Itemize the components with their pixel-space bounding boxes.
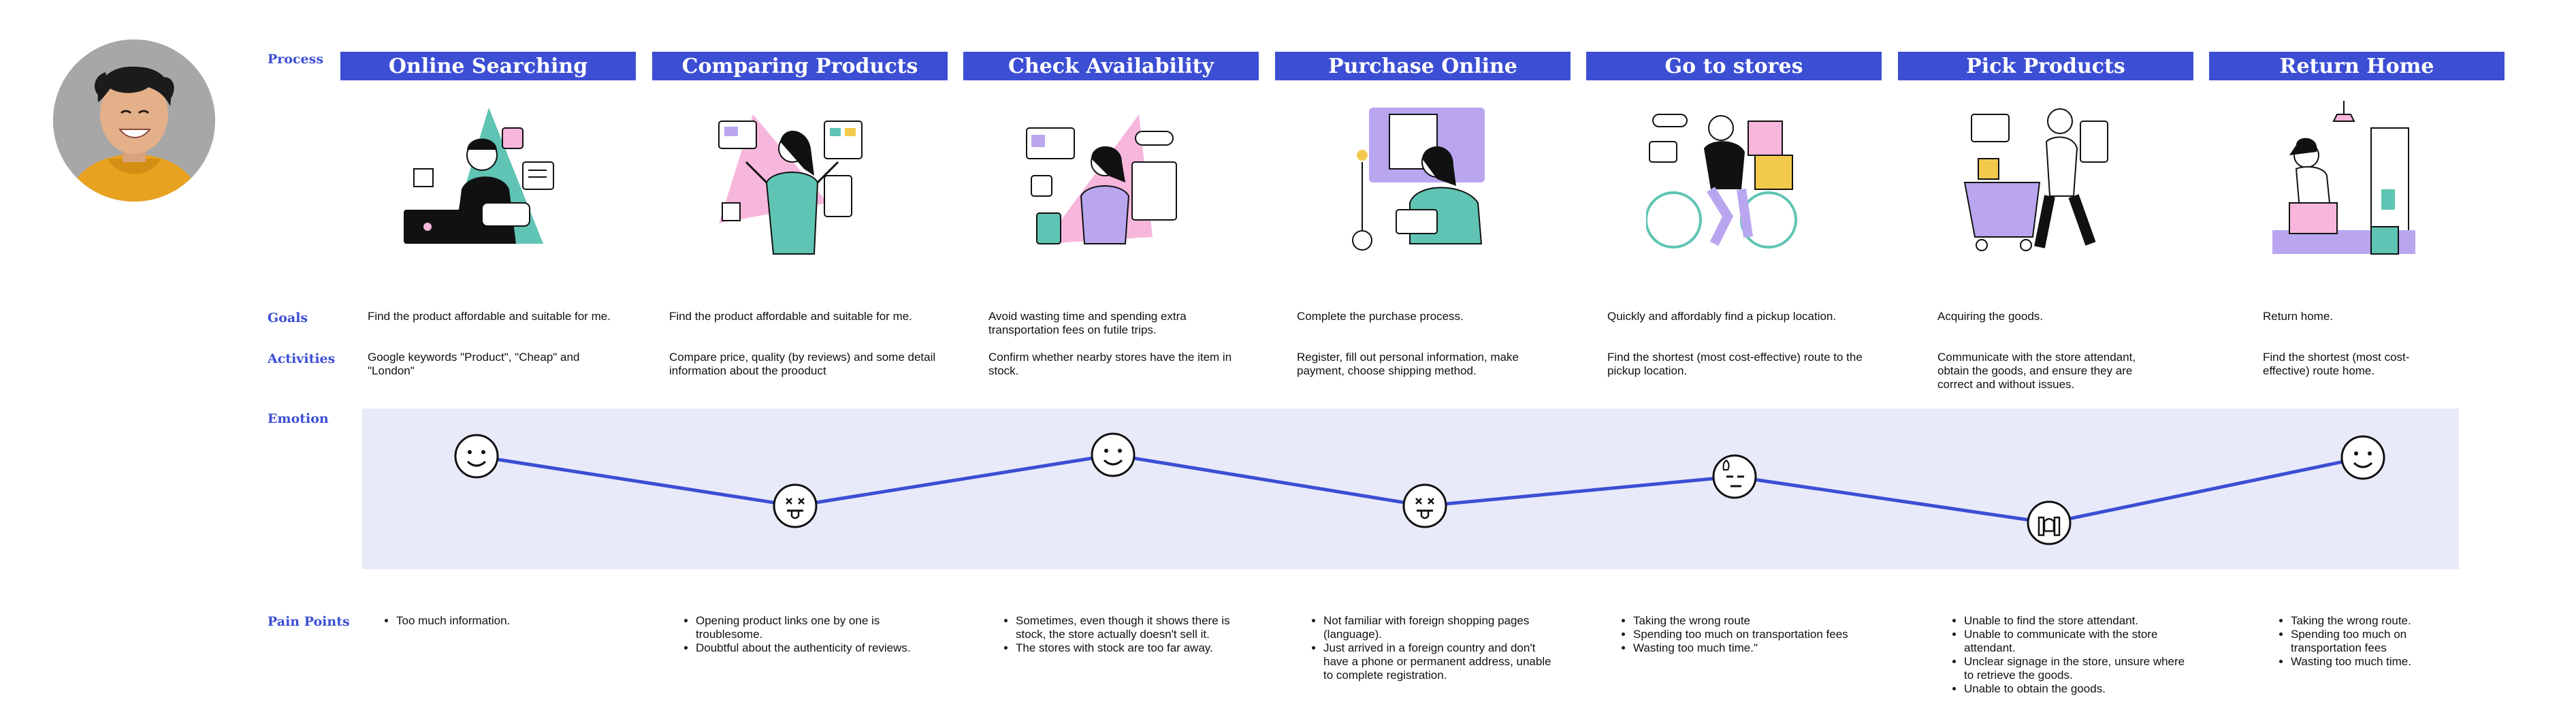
pain-point-item: Spending too much on transportation fees — [1633, 628, 1892, 641]
pain-points-online-searching: Too much information. — [381, 614, 628, 628]
pain-point-item: Too much information. — [396, 614, 628, 628]
activity-check-availability: Confirm whether nearby stores have the i… — [988, 351, 1232, 377]
stage-header-return-home: Return Home — [2209, 52, 2505, 80]
pain-point-item: Doubtful about the authenticity of revie… — [696, 641, 941, 655]
activity-purchase-online: Register, fill out personal information,… — [1297, 351, 1519, 377]
emotion-face-return-home — [2340, 435, 2385, 480]
pain-point-item: Unable to obtain the goods. — [1964, 682, 2189, 696]
illustration-pick-products — [1958, 101, 2114, 257]
pain-point-item: Opening product links one by one is trou… — [696, 614, 941, 641]
emotion-face-online-searching — [454, 434, 499, 479]
activity-return-home: Find the shortest (most cost-effective) … — [2263, 351, 2410, 377]
crying-face-icon — [2027, 500, 2072, 545]
goal-check-availability: Avoid wasting time and spending extra tr… — [988, 310, 1187, 336]
pain-point-item: Not familiar with foreign shopping pages… — [1323, 614, 1562, 641]
process-label: Process — [268, 52, 324, 67]
person-using-laptop-and-phone-icon — [404, 108, 554, 244]
emotion-band — [362, 409, 2459, 569]
illustration-check-availability — [1023, 101, 1180, 257]
goal-pick-products: Acquiring the goods. — [1937, 310, 2043, 323]
person-checking-phone-icon — [1026, 114, 1177, 244]
goals-label: Goals — [268, 310, 308, 325]
emotion-face-purchase-online — [1402, 483, 1447, 528]
pain-point-item: Unable to communicate with the store att… — [1964, 628, 2189, 655]
pain-points-purchase-online: Not familiar with foreign shopping pages… — [1308, 614, 1562, 682]
illustration-purchase-online — [1335, 101, 1492, 257]
goal-go-to-stores: Quickly and affordably find a pickup loc… — [1607, 310, 1837, 323]
pain-point-item: Unable to find the store attendant. — [1964, 614, 2189, 628]
activity-pick-products: Communicate with the store attendant, ob… — [1937, 351, 2136, 391]
stage-header-comparing-products: Comparing Products — [652, 52, 948, 80]
persona-avatar — [53, 39, 215, 202]
activities-label: Activities — [268, 351, 336, 366]
pain-point-item: Just arrived in a foreign country and do… — [1323, 641, 1562, 682]
illustration-go-to-stores — [1645, 101, 1803, 257]
goal-online-searching: Find the product affordable and suitable… — [368, 310, 611, 323]
pain-point-item: Wasting too much time. — [2291, 655, 2454, 669]
dizzy-tongue-face-icon — [1402, 483, 1447, 528]
emotion-face-pick-products — [2027, 500, 2072, 545]
pain-point-item: Spending too much on transportation fees — [2291, 628, 2454, 655]
emotion-face-check-availability — [1091, 432, 1136, 477]
goal-return-home: Return home. — [2263, 310, 2333, 323]
pain-point-item: Sometimes, even though it shows there is… — [1016, 614, 1261, 641]
activity-go-to-stores: Find the shortest (most cost-effective) … — [1607, 351, 1863, 377]
goal-purchase-online: Complete the purchase process. — [1297, 310, 1464, 323]
pain-points-pick-products: Unable to find the store attendant. Unab… — [1949, 614, 2189, 696]
stage-header-go-to-stores: Go to stores — [1586, 52, 1882, 80]
emotion-face-go-to-stores — [1712, 454, 1757, 499]
sweat-face-icon — [1712, 454, 1757, 499]
illustration-online-searching — [400, 101, 557, 257]
smiley-face-icon — [454, 434, 499, 479]
pain-points-label: Pain Points — [268, 614, 350, 629]
dizzy-tongue-face-icon — [773, 483, 818, 528]
pain-points-check-availability: Sometimes, even though it shows there is… — [1001, 614, 1261, 655]
person-riding-bicycle-icon — [1645, 114, 1797, 249]
illustration-comparing-products — [712, 101, 869, 257]
stage-header-purchase-online: Purchase Online — [1275, 52, 1571, 80]
activity-comparing-products: Compare price, quality (by reviews) and … — [669, 351, 936, 377]
pain-points-comparing-products: Opening product links one by one is trou… — [681, 614, 941, 655]
stage-header-online-searching: Online Searching — [340, 52, 636, 80]
smiley-face-icon — [1091, 432, 1136, 477]
pain-point-item: Taking the wrong route. — [2291, 614, 2454, 628]
stage-header-pick-products: Pick Products — [1898, 52, 2193, 80]
person-paying-with-card-icon — [1352, 108, 1485, 251]
pain-point-item: Unclear signage in the store, unsure whe… — [1964, 655, 2189, 682]
emotion-label: Emotion — [268, 411, 329, 426]
emotion-face-comparing-products — [773, 483, 818, 528]
pain-points-go-to-stores: Taking the wrong route Spending too much… — [1618, 614, 1892, 655]
stage-header-check-availability: Check Availability — [963, 52, 1259, 80]
pain-point-item: Wasting too much time." — [1633, 641, 1892, 655]
pain-point-item: Taking the wrong route — [1633, 614, 1892, 628]
persona-photo-icon — [53, 39, 215, 202]
pain-points-return-home: Taking the wrong route. Spending too muc… — [2276, 614, 2454, 669]
smiley-face-icon — [2340, 435, 2385, 480]
pain-point-item: The stores with stock are too far away. — [1016, 641, 1261, 655]
person-comparing-options-icon — [718, 114, 863, 255]
activity-online-searching: Google keywords "Product", "Cheap" and "… — [368, 351, 580, 377]
person-with-shopping-cart-icon — [1963, 108, 2108, 251]
person-relaxing-at-home-icon — [2272, 101, 2415, 255]
goal-comparing-products: Find the product affordable and suitable… — [669, 310, 912, 323]
illustration-return-home — [2269, 101, 2426, 257]
